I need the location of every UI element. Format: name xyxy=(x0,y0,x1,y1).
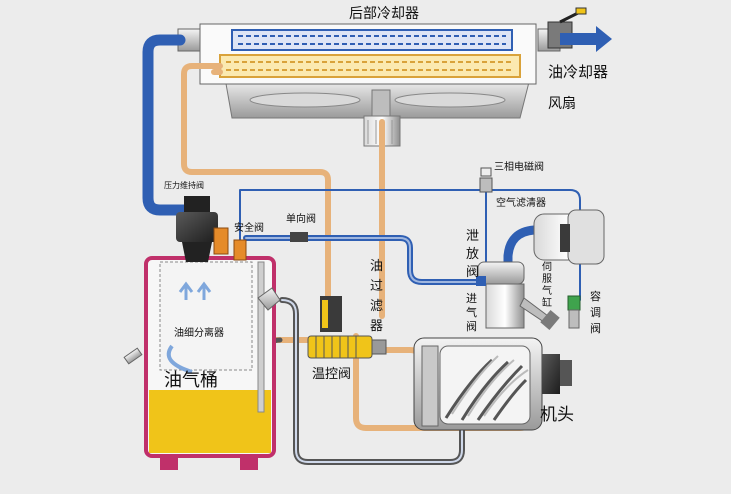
air-filter xyxy=(533,209,605,265)
label-thermo-valve: 温控阀 xyxy=(312,367,351,382)
label-servo-cylinder: 伺 服 气 缸 xyxy=(542,260,552,309)
label-safety-valve: 安全阀 xyxy=(234,221,264,234)
label-tank: 油气桶 xyxy=(164,370,218,391)
fan-hub xyxy=(371,89,391,117)
svg-text:气: 气 xyxy=(466,305,477,319)
separator-element xyxy=(159,261,253,371)
pressure-maintaining-valve xyxy=(176,196,229,262)
svg-text:放: 放 xyxy=(466,247,479,262)
label-intake-valve: 进 气 阀 xyxy=(466,292,477,333)
air-filter-hose xyxy=(503,225,539,273)
air-pipe-to-cooler xyxy=(142,34,194,216)
thermostatic-valve xyxy=(307,335,387,359)
svg-text:阀: 阀 xyxy=(590,321,601,335)
label-pressure-valve: 压力维持阀 xyxy=(164,180,204,190)
control-line-solenoid xyxy=(485,189,581,301)
svg-text:气: 气 xyxy=(542,284,552,297)
label-separator: 油细分离器 xyxy=(174,326,224,339)
svg-text:阀: 阀 xyxy=(466,319,477,333)
svg-text:阀: 阀 xyxy=(466,265,479,280)
label-vent-valve: 泄 放 阀 xyxy=(466,229,479,280)
control-line-top xyxy=(239,189,487,247)
svg-text:服: 服 xyxy=(542,273,552,285)
intake-valve xyxy=(476,261,560,330)
fan-blade-right xyxy=(394,92,506,108)
label-check-valve: 单向阀 xyxy=(286,212,316,225)
label-fan: 风扇 xyxy=(548,96,576,112)
label-airend: 机头 xyxy=(540,405,574,425)
svg-text:进: 进 xyxy=(466,292,477,305)
label-air-filter: 空气滤清器 xyxy=(496,196,546,209)
safety-valve xyxy=(233,239,247,261)
svg-text:调: 调 xyxy=(590,306,601,319)
oil-gas-tank xyxy=(123,256,276,470)
label-oil-cooler: 油冷却器 xyxy=(548,63,608,81)
rear-cooler-assembly xyxy=(177,7,612,147)
inlet-swirl xyxy=(166,344,193,374)
oil-pipe-cooler-out xyxy=(181,63,331,303)
check-valve xyxy=(290,232,308,242)
control-line-mid xyxy=(243,235,483,285)
label-rear-cooler: 后部冷却器 xyxy=(349,6,419,22)
tank-cap xyxy=(257,287,281,311)
capacity-valve xyxy=(567,295,581,311)
svg-text:容: 容 xyxy=(590,289,601,303)
rear-cooler-core xyxy=(231,29,513,51)
separator-arrows xyxy=(178,281,212,300)
sight-gauge xyxy=(123,347,143,365)
air-outlet-arrow xyxy=(596,26,612,52)
svg-text:泄: 泄 xyxy=(466,229,479,244)
fan-blade-left xyxy=(249,92,361,108)
svg-text:伺: 伺 xyxy=(542,260,552,273)
oil-cooler-core xyxy=(219,54,521,78)
label-solenoid: 三相电磁阀 xyxy=(494,160,544,173)
label-capacity-valve: 容 调 阀 xyxy=(590,289,601,335)
oil-level xyxy=(149,390,271,453)
label-oil-filter: 油 过 滤 器 xyxy=(370,259,383,334)
svg-text:油: 油 xyxy=(370,259,383,274)
svg-text:滤: 滤 xyxy=(370,299,383,314)
oil-filter xyxy=(320,296,342,332)
airend xyxy=(413,337,572,431)
solenoid-valve xyxy=(479,177,493,193)
svg-text:器: 器 xyxy=(370,319,383,334)
svg-text:缸: 缸 xyxy=(542,296,552,309)
svg-text:过: 过 xyxy=(370,279,383,294)
